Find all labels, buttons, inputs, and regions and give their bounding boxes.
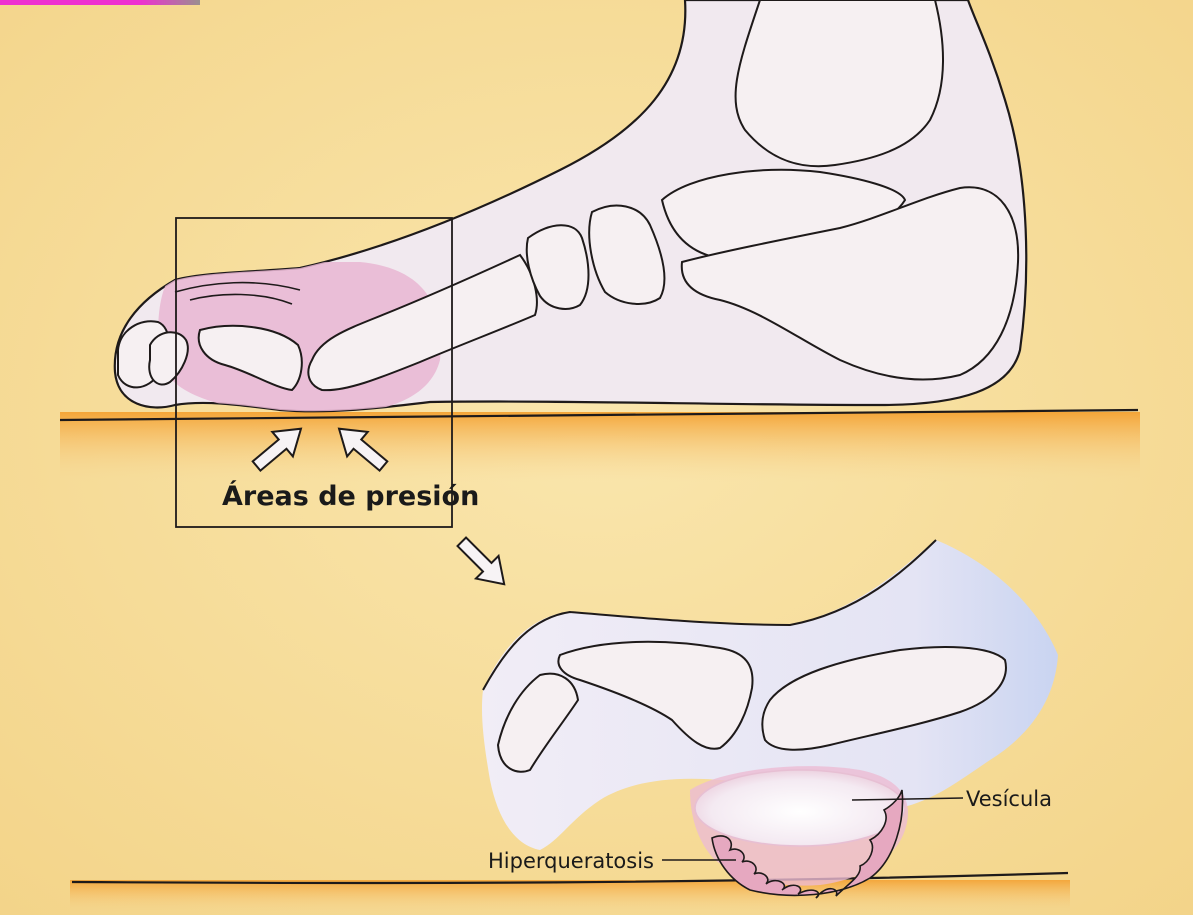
blister-vesicle — [695, 770, 905, 846]
corner-accent — [0, 0, 200, 5]
pressure-areas-label: Áreas de presión — [222, 480, 479, 512]
ground-glow-bottom — [70, 880, 1070, 915]
ground-glow-top — [60, 412, 1140, 482]
hyperkeratosis-label: Hiperqueratosis — [488, 849, 654, 873]
blister-label: Vesícula — [966, 787, 1052, 811]
